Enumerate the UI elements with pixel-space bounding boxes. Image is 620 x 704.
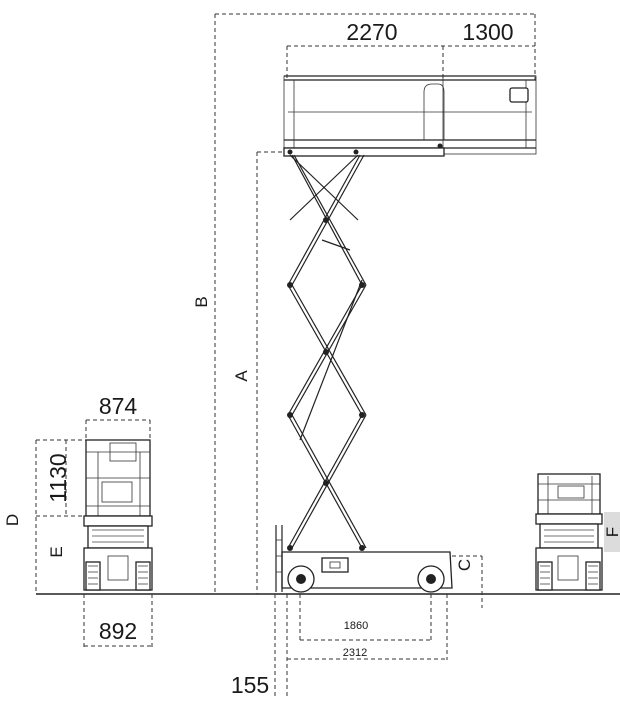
dimension-b: B [192, 13, 535, 594]
dimension-platform-top: 2270 1300 [286, 14, 536, 80]
dimension-c: C [452, 555, 483, 608]
label-e: E [47, 546, 66, 557]
label-width-overall: 892 [99, 618, 137, 644]
end-view-right: F [535, 473, 620, 591]
label-wheelbase: 1860 [344, 620, 368, 632]
label-platform-length: 2270 [346, 19, 397, 45]
label-guardrail-height: 1130 [45, 453, 71, 502]
dimension-a: A [232, 151, 290, 594]
label-overall-length: 2312 [343, 647, 367, 659]
label-d: D [3, 514, 22, 526]
label-a: A [232, 370, 251, 382]
label-extension-length: 1300 [462, 19, 513, 45]
dimension-bottom: 1860 2312 155 [231, 594, 448, 699]
label-rear-width: 874 [99, 393, 138, 419]
end-view-left: 874 1130 D E [3, 393, 153, 648]
label-c: C [455, 559, 474, 571]
label-ground-clearance: 155 [231, 672, 269, 698]
side-view-machine [275, 75, 537, 593]
label-f: F [603, 527, 620, 537]
label-b: B [192, 296, 211, 307]
